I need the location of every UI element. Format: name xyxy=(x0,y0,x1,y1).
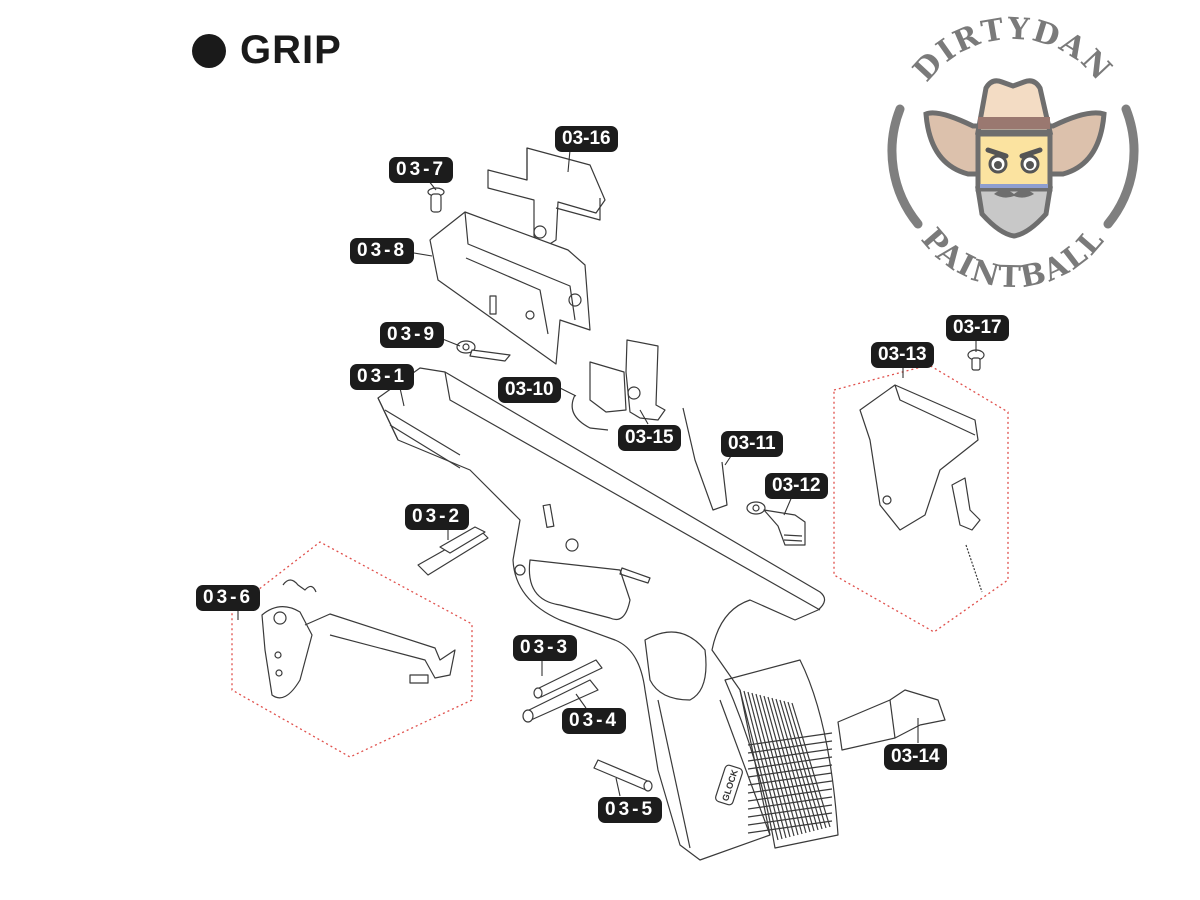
grip-texture-line xyxy=(775,698,815,832)
tag-03-7[interactable]: 03-7 xyxy=(389,157,454,183)
part-03-8-frame-insert[interactable] xyxy=(429,211,591,365)
grip-texture-line xyxy=(763,695,803,835)
tag-03-3[interactable]: 03-3 xyxy=(513,635,578,661)
grip-texture-line xyxy=(747,780,833,794)
logo-ring-right xyxy=(1103,104,1139,229)
tag-03-15[interactable]: 03-15 xyxy=(618,425,681,451)
grip-texture-line xyxy=(747,820,833,834)
tag-03-4[interactable]: 03-4 xyxy=(562,708,627,734)
grip-texture-line xyxy=(767,696,807,834)
grip-texture-line xyxy=(747,812,833,826)
grip-texture-line xyxy=(747,748,833,762)
tag-03-12[interactable]: 03-12 xyxy=(765,473,828,499)
page-title: GRIP xyxy=(192,28,342,73)
logo-ring-left xyxy=(887,104,923,229)
tag-03-13[interactable]: 03-13 xyxy=(871,342,934,368)
part-03-15-ejector[interactable] xyxy=(589,339,666,421)
tag-03-10[interactable]: 03-10 xyxy=(498,377,561,403)
grip-texture xyxy=(724,659,839,849)
grip-texture-line xyxy=(747,796,833,810)
grip-texture-line xyxy=(747,691,787,839)
grip-brand-logo: GLOCK xyxy=(715,764,743,806)
grip-texture-line xyxy=(747,756,833,770)
part-03-12-slide-stop[interactable] xyxy=(746,501,806,546)
part-03-13-trigger-housing[interactable] xyxy=(859,384,983,593)
grip-texture-line xyxy=(783,700,823,830)
grip-texture-line xyxy=(747,740,833,754)
tag-03-5[interactable]: 03-5 xyxy=(598,797,663,823)
part-03-7-screw[interactable] xyxy=(427,187,445,213)
grip-texture-line xyxy=(747,764,833,778)
part-03-1-frame[interactable] xyxy=(377,367,826,861)
part-03-9-plate[interactable] xyxy=(456,340,511,362)
grip-texture-line xyxy=(743,690,783,840)
grip-texture-line xyxy=(779,699,819,831)
tag-03-14[interactable]: 03-14 xyxy=(884,744,947,770)
hat-band xyxy=(978,117,1050,129)
part-03-14-magazine-catch[interactable] xyxy=(837,689,946,751)
part-03-5-pin[interactable] xyxy=(593,759,653,792)
part-03-2-pin[interactable] xyxy=(417,526,489,576)
tag-03-9[interactable]: 03-9 xyxy=(380,322,445,348)
tag-03-17[interactable]: 03-17 xyxy=(946,315,1009,341)
grip-texture-line xyxy=(747,804,833,818)
eyebrows xyxy=(985,147,1043,159)
part-03-11-spring[interactable] xyxy=(682,407,728,511)
grip-texture-line xyxy=(747,732,833,746)
tag-03-6[interactable]: 03-6 xyxy=(196,585,261,611)
grip-texture-line xyxy=(771,697,811,833)
tag-03-2[interactable]: 03-2 xyxy=(405,504,470,530)
part-03-10-spring[interactable] xyxy=(571,394,609,431)
tag-03-1[interactable]: 03-1 xyxy=(350,364,415,390)
filled-circle-icon xyxy=(192,33,226,68)
grip-texture-line xyxy=(747,788,833,802)
tag-03-11[interactable]: 03-11 xyxy=(721,431,783,457)
part-03-4-pin[interactable] xyxy=(522,679,599,723)
mustache xyxy=(994,190,1034,198)
part-03-3-pin[interactable] xyxy=(533,659,603,699)
tag-03-16[interactable]: 03-16 xyxy=(555,126,618,152)
part-03-6-trigger[interactable] xyxy=(261,579,456,699)
grip-texture-line xyxy=(739,689,779,841)
trigger-group-outline xyxy=(231,541,473,758)
grip-texture-line xyxy=(751,692,791,838)
grip-texture-line xyxy=(747,772,833,786)
dirtydan-paintball-logo: DIRTYDAN PAINTBALL xyxy=(887,14,1139,294)
section-title: GRIP xyxy=(240,28,342,72)
tag-03-8[interactable]: 03-8 xyxy=(350,238,415,264)
mask xyxy=(975,186,1053,239)
part-03-17-screw[interactable] xyxy=(967,349,985,371)
